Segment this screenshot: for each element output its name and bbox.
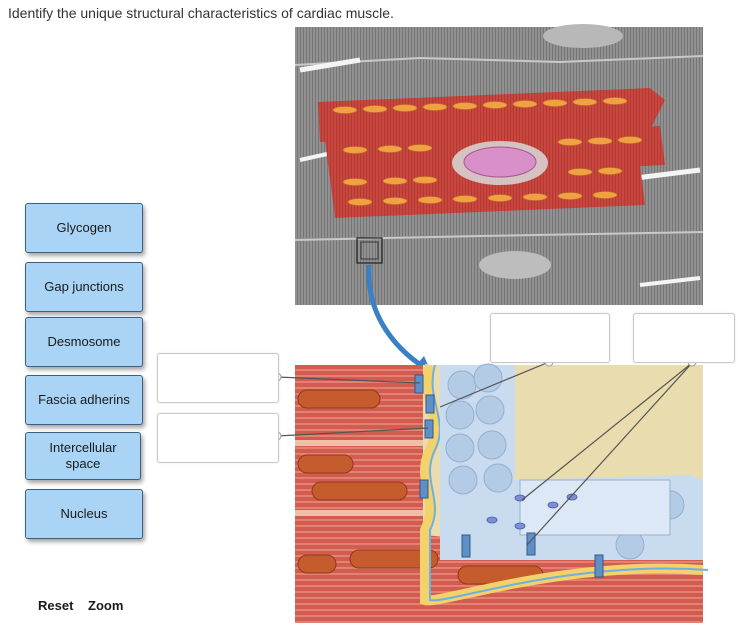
label-chip-intercellular-space[interactable]: Intercellular space — [25, 432, 141, 480]
drop-zone-2[interactable] — [157, 413, 279, 463]
zoom-arrow — [366, 264, 427, 371]
micrograph-bottom — [295, 363, 709, 623]
label-chip-glycogen[interactable]: Glycogen — [25, 203, 143, 253]
micrograph-top — [294, 24, 704, 305]
label-chip-gap-junctions[interactable]: Gap junctions — [25, 262, 143, 312]
drop-zone-4[interactable] — [633, 313, 735, 363]
label-chip-desmosome[interactable]: Desmosome — [25, 317, 143, 367]
nucleus-grey-bottom — [479, 251, 551, 279]
zoom-region-box — [356, 237, 383, 264]
label-chip-fascia-adherins[interactable]: Fascia adherins — [25, 375, 143, 425]
leader-lines — [276, 361, 693, 546]
reset-button[interactable]: Reset — [38, 598, 74, 613]
nucleus-pink — [463, 146, 537, 178]
drop-zone-1[interactable] — [157, 353, 279, 403]
question-text: Identify the unique structural character… — [8, 5, 394, 21]
nucleus-grey-top — [543, 24, 623, 48]
label-chip-nucleus[interactable]: Nucleus — [25, 489, 143, 539]
drop-zone-3[interactable] — [490, 313, 610, 363]
zoom-button[interactable]: Zoom — [88, 598, 124, 613]
